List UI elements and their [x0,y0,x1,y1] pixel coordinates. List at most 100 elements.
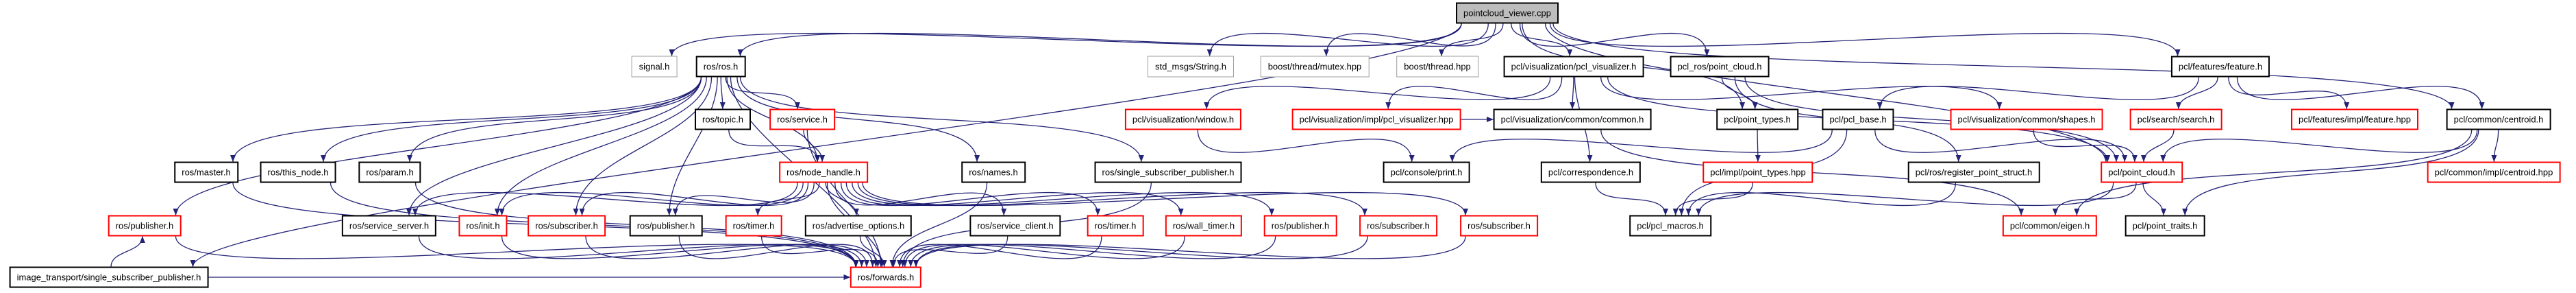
include-edge-pcl_point_types_h--pcl_impl_point_types_hpp [1755,130,1761,162]
include-edge-pcl_pcl_base_h--pcl_point_cloud_h [1874,130,2128,162]
include-edge-ros_ros_h--ros_service_server_h [406,77,702,215]
include-edge-ros_ros_h--ros_topic_h [719,77,726,109]
graph-node-ros_publisher_h_b[interactable]: ros/publisher.h [629,215,703,237]
graph-node-ros_timer_h_b[interactable]: ros/timer.h [1087,215,1144,237]
graph-node-ros_advertise_options_h[interactable]: ros/advertise_options.h [804,215,913,237]
graph-node-ros_names_h[interactable]: ros/names.h [961,161,1026,183]
graph-node-ros_param_h[interactable]: ros/param.h [358,161,421,183]
graph-node-ros_publisher_h_a[interactable]: ros/publisher.h [108,215,182,237]
include-edge-main--std_msgs_string_h [1206,23,1489,56]
graph-node-main[interactable]: pointcloud_viewer.cpp [1456,2,1559,24]
graph-node-boost_thread_hpp: boost/thread.hpp [1396,56,1478,78]
include-edge-ros_node_handle_h--ros_timer_h_a [755,183,820,215]
graph-node-pcl_features_impl_feature_hpp[interactable]: pcl/features/impl/feature.hpp [2290,108,2419,130]
include-edge-pcl_ros_point_cloud_h--pcl_point_cloud_h [1744,77,2119,162]
include-edge-ros_publisher_h_a--ros_forwards_h [175,236,858,267]
include-edge-pcl_point_cloud_h--pcl_pcl_macros_h [1696,183,2114,215]
include-edge-main--boost_thread_mutex_hpp [1323,23,1496,56]
graph-node-ros_topic_h[interactable]: ros/topic.h [695,108,751,130]
graph-node-ros_ros_h[interactable]: ros/ros.h [695,56,746,78]
graph-node-ros_timer_h_a[interactable]: ros/timer.h [725,215,782,237]
include-edge-pcl_features_feature_h--pcl_features_impl_feature_hpp [2228,77,2350,109]
include-edge-pcl_ros_register_point_struct_h--pcl_pcl_macros_h [1685,183,1957,215]
graph-node-pcl_visualization_common_common_h[interactable]: pcl/visualization/common/common.h [1493,108,1652,130]
include-edge-main--pcl_point_cloud_h [1544,23,2109,162]
include-edge-pcl_ros_point_cloud_h--pcl_point_types_h [1721,77,1758,109]
include-edge-main--ros_ros_h [737,23,1462,56]
graph-node-ros_forwards_h[interactable]: ros/forwards.h [850,266,922,288]
include-edge-pcl_visualization_pcl_visualizer_h--pcl_visualization_window_h [1204,77,1551,109]
graph-node-pcl_console_print_h[interactable]: pcl/console/print.h [1383,161,1470,183]
include-edge-main--pcl_features_feature_h [1549,23,2181,56]
include-edge-ros_ros_h--ros_param_h [407,77,702,162]
include-edge-pcl_features_feature_h--pcl_common_centroid_h [2236,77,2485,109]
include-edge-pcl_common_centroid_h--pcl_common_impl_centroid_hpp [2491,130,2499,162]
graph-node-boost_thread_mutex_hpp: boost/thread/mutex.hpp [1260,56,1370,78]
include-edge-ros_node_handle_h--ros_subscriber_h_a [579,183,809,215]
graph-node-ros_subscriber_h_c[interactable]: ros/subscriber.h [1460,215,1538,237]
include-edge-ros_ros_h--ros_master_h [230,77,702,162]
graph-node-pcl_features_feature_h[interactable]: pcl/features/feature.h [2170,56,2270,78]
graph-node-pcl_ros_point_cloud_h[interactable]: pcl_ros/point_cloud.h [1670,56,1770,78]
graph-node-pcl_search_search_h[interactable]: pcl/search/search.h [2129,108,2222,130]
graph-node-ros_subscriber_h_b[interactable]: ros/subscriber.h [1359,215,1437,237]
include-edge-pcl_visualization_pcl_visualizer_h--pcl_visualization_impl_pcl_visualizer_hpp [1385,77,1563,109]
graph-node-ros_master_h[interactable]: ros/master.h [174,161,238,183]
include-edge-pcl_point_cloud_h--pcl_point_traits_h [2142,183,2166,215]
graph-node-pcl_common_impl_centroid_hpp[interactable]: pcl/common/impl/centroid.hpp [2427,161,2561,183]
include-edge-ros_publisher_h_c--ros_forwards_h [908,236,1276,267]
include-edge-main--pcl_visualization_pcl_visualizer_h [1511,23,1573,56]
graph-node-ros_init_h[interactable]: ros/init.h [458,215,508,237]
graph-node-ros_single_subscriber_publisher_h[interactable]: ros/single_subscriber_publisher.h [1094,161,1242,183]
include-edge-main--boost_thread_hpp [1439,23,1504,56]
graph-node-ros_service_server_h[interactable]: ros/service_server.h [341,215,437,237]
graph-node-pcl_pcl_macros_h[interactable]: pcl/pcl_macros.h [1629,215,1711,237]
include-edge-ros_init_h--ros_forwards_h [501,236,865,267]
include-edge-ros_ros_h--ros_service_h [725,77,800,109]
include-edge-ros_subscriber_h_c--ros_forwards_h [913,236,1466,267]
include-edge-ros_node_handle_h--ros_advertise_options_h [825,183,859,215]
graph-node-ros_wall_timer_h[interactable]: ros/wall_timer.h [1165,215,1243,237]
graph-node-ros_service_client_h[interactable]: ros/service_client.h [969,215,1061,237]
include-edge-ros_node_handle_h--ros_publisher_h_b [672,183,815,215]
graph-node-pcl_point_types_h[interactable]: pcl/point_types.h [1716,108,1798,130]
include-edge-ros_service_client_h--ros_forwards_h [891,236,1008,267]
graph-node-pcl_visualization_impl_pcl_visualizer_hpp[interactable]: pcl/visualization/impl/pcl_visualizer.hp… [1291,108,1461,130]
include-edge-main--pcl_ros_point_cloud_h [1519,23,1710,56]
graph-node-ros_subscriber_h_a[interactable]: ros/subscriber.h [528,215,606,237]
graph-node-pcl_ros_register_point_struct_h[interactable]: pcl/ros/register_point_struct.h [1907,161,2040,183]
graph-node-ros_publisher_h_c[interactable]: ros/publisher.h [1263,215,1337,237]
include-edge-ros_timer_h_a--ros_forwards_h [760,236,881,267]
graph-node-pcl_visualization_common_shapes_h[interactable]: pcl/visualization/common/shapes.h [1950,108,2103,130]
graph-node-pcl_common_eigen_h[interactable]: pcl/common/eigen.h [2002,215,2098,237]
graph-node-image_transport_single_subscriber_publisher_h[interactable]: image_transport/single_subscriber_publis… [9,266,209,288]
include-edge-ros_node_handle_h--ros_init_h [499,183,804,215]
graph-node-ros_this_node_h[interactable]: ros/this_node.h [260,161,336,183]
include-edge-ros_timer_h_b--ros_forwards_h [897,236,1102,267]
include-edge-ros_service_server_h--ros_forwards_h [418,236,859,267]
include-edge-main--signal_h [669,23,1462,56]
include-edge-pcl_features_feature_h--pcl_pcl_base_h [1877,77,2199,109]
include-edge-ros_ros_h--ros_init_h [494,77,707,215]
graph-node-pcl_impl_point_types_hpp[interactable]: pcl/impl/point_types.hpp [1702,161,1813,183]
graph-node-pcl_point_cloud_h[interactable]: pcl/point_cloud.h [2101,161,2183,183]
graph-node-pcl_common_centroid_h[interactable]: pcl/common/centroid.h [2446,108,2551,130]
graph-node-pcl_point_traits_h[interactable]: pcl/point_traits.h [2125,215,2205,237]
include-edge-ros_advertise_options_h--ros_forwards_h [859,236,887,267]
include-edge-pcl_common_centroid_h--pcl_point_cloud_h [2160,130,2478,162]
include-edge-pcl_visualization_pcl_visualizer_h--pcl_visualization_common_common_h [1570,77,1576,109]
include-edge-ros_node_handle_h--ros_publisher_h_c [852,183,1275,215]
include-edge-pcl_common_centroid_h--pcl_common_eigen_h [2074,130,2473,215]
include-edge-pcl_pcl_base_h--pcl_console_print_h [1449,130,1833,162]
graph-node-ros_service_h[interactable]: ros/service.h [769,108,835,130]
graph-node-pcl_visualization_window_h[interactable]: pcl/visualization/window.h [1124,108,1242,130]
graph-node-pcl_pcl_base_h[interactable]: pcl/pcl_base.h [1822,108,1894,130]
graph-node-std_msgs_string_h: std_msgs/String.h [1147,56,1235,78]
include-edge-pcl_visualization_window_h--pcl_console_print_h [1197,130,1415,162]
graph-node-ros_node_handle_h[interactable]: ros/node_handle.h [779,161,868,183]
include-edge-ros_ros_h--ros_names_h [736,77,980,162]
include-edge-ros_service_h--ros_forwards_h [806,130,884,267]
graph-node-pcl_visualization_pcl_visualizer_h[interactable]: pcl/visualization/pcl_visualizer.h [1503,56,1644,78]
graph-node-pcl_correspondence_h[interactable]: pcl/correspondence.h [1540,161,1642,183]
